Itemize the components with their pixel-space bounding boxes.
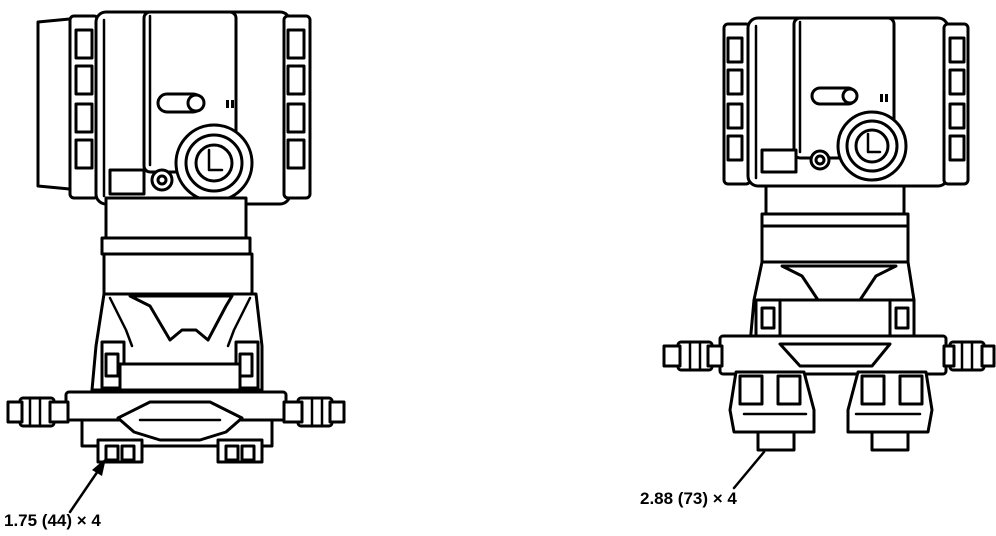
left-flange <box>90 292 264 392</box>
right-adapter-right <box>846 370 934 452</box>
right-transmitter <box>662 16 996 490</box>
left-process-block <box>6 390 346 464</box>
left-transmitter <box>6 10 346 514</box>
right-electronics-housing <box>722 16 970 188</box>
left-electronics-housing <box>36 10 312 206</box>
right-adapter-left <box>728 370 816 452</box>
right-flange <box>748 260 916 346</box>
right-callout-leader <box>732 450 766 490</box>
right-dimension-callout: 2.88 (73) × 4 <box>640 489 737 508</box>
left-dimension-callout: 1.75 (44) × 4 <box>4 511 101 530</box>
right-process-block <box>662 334 996 376</box>
left-callout-arrow <box>68 458 106 514</box>
right-sensor-neck <box>760 184 910 264</box>
left-sensor-neck <box>100 196 254 296</box>
